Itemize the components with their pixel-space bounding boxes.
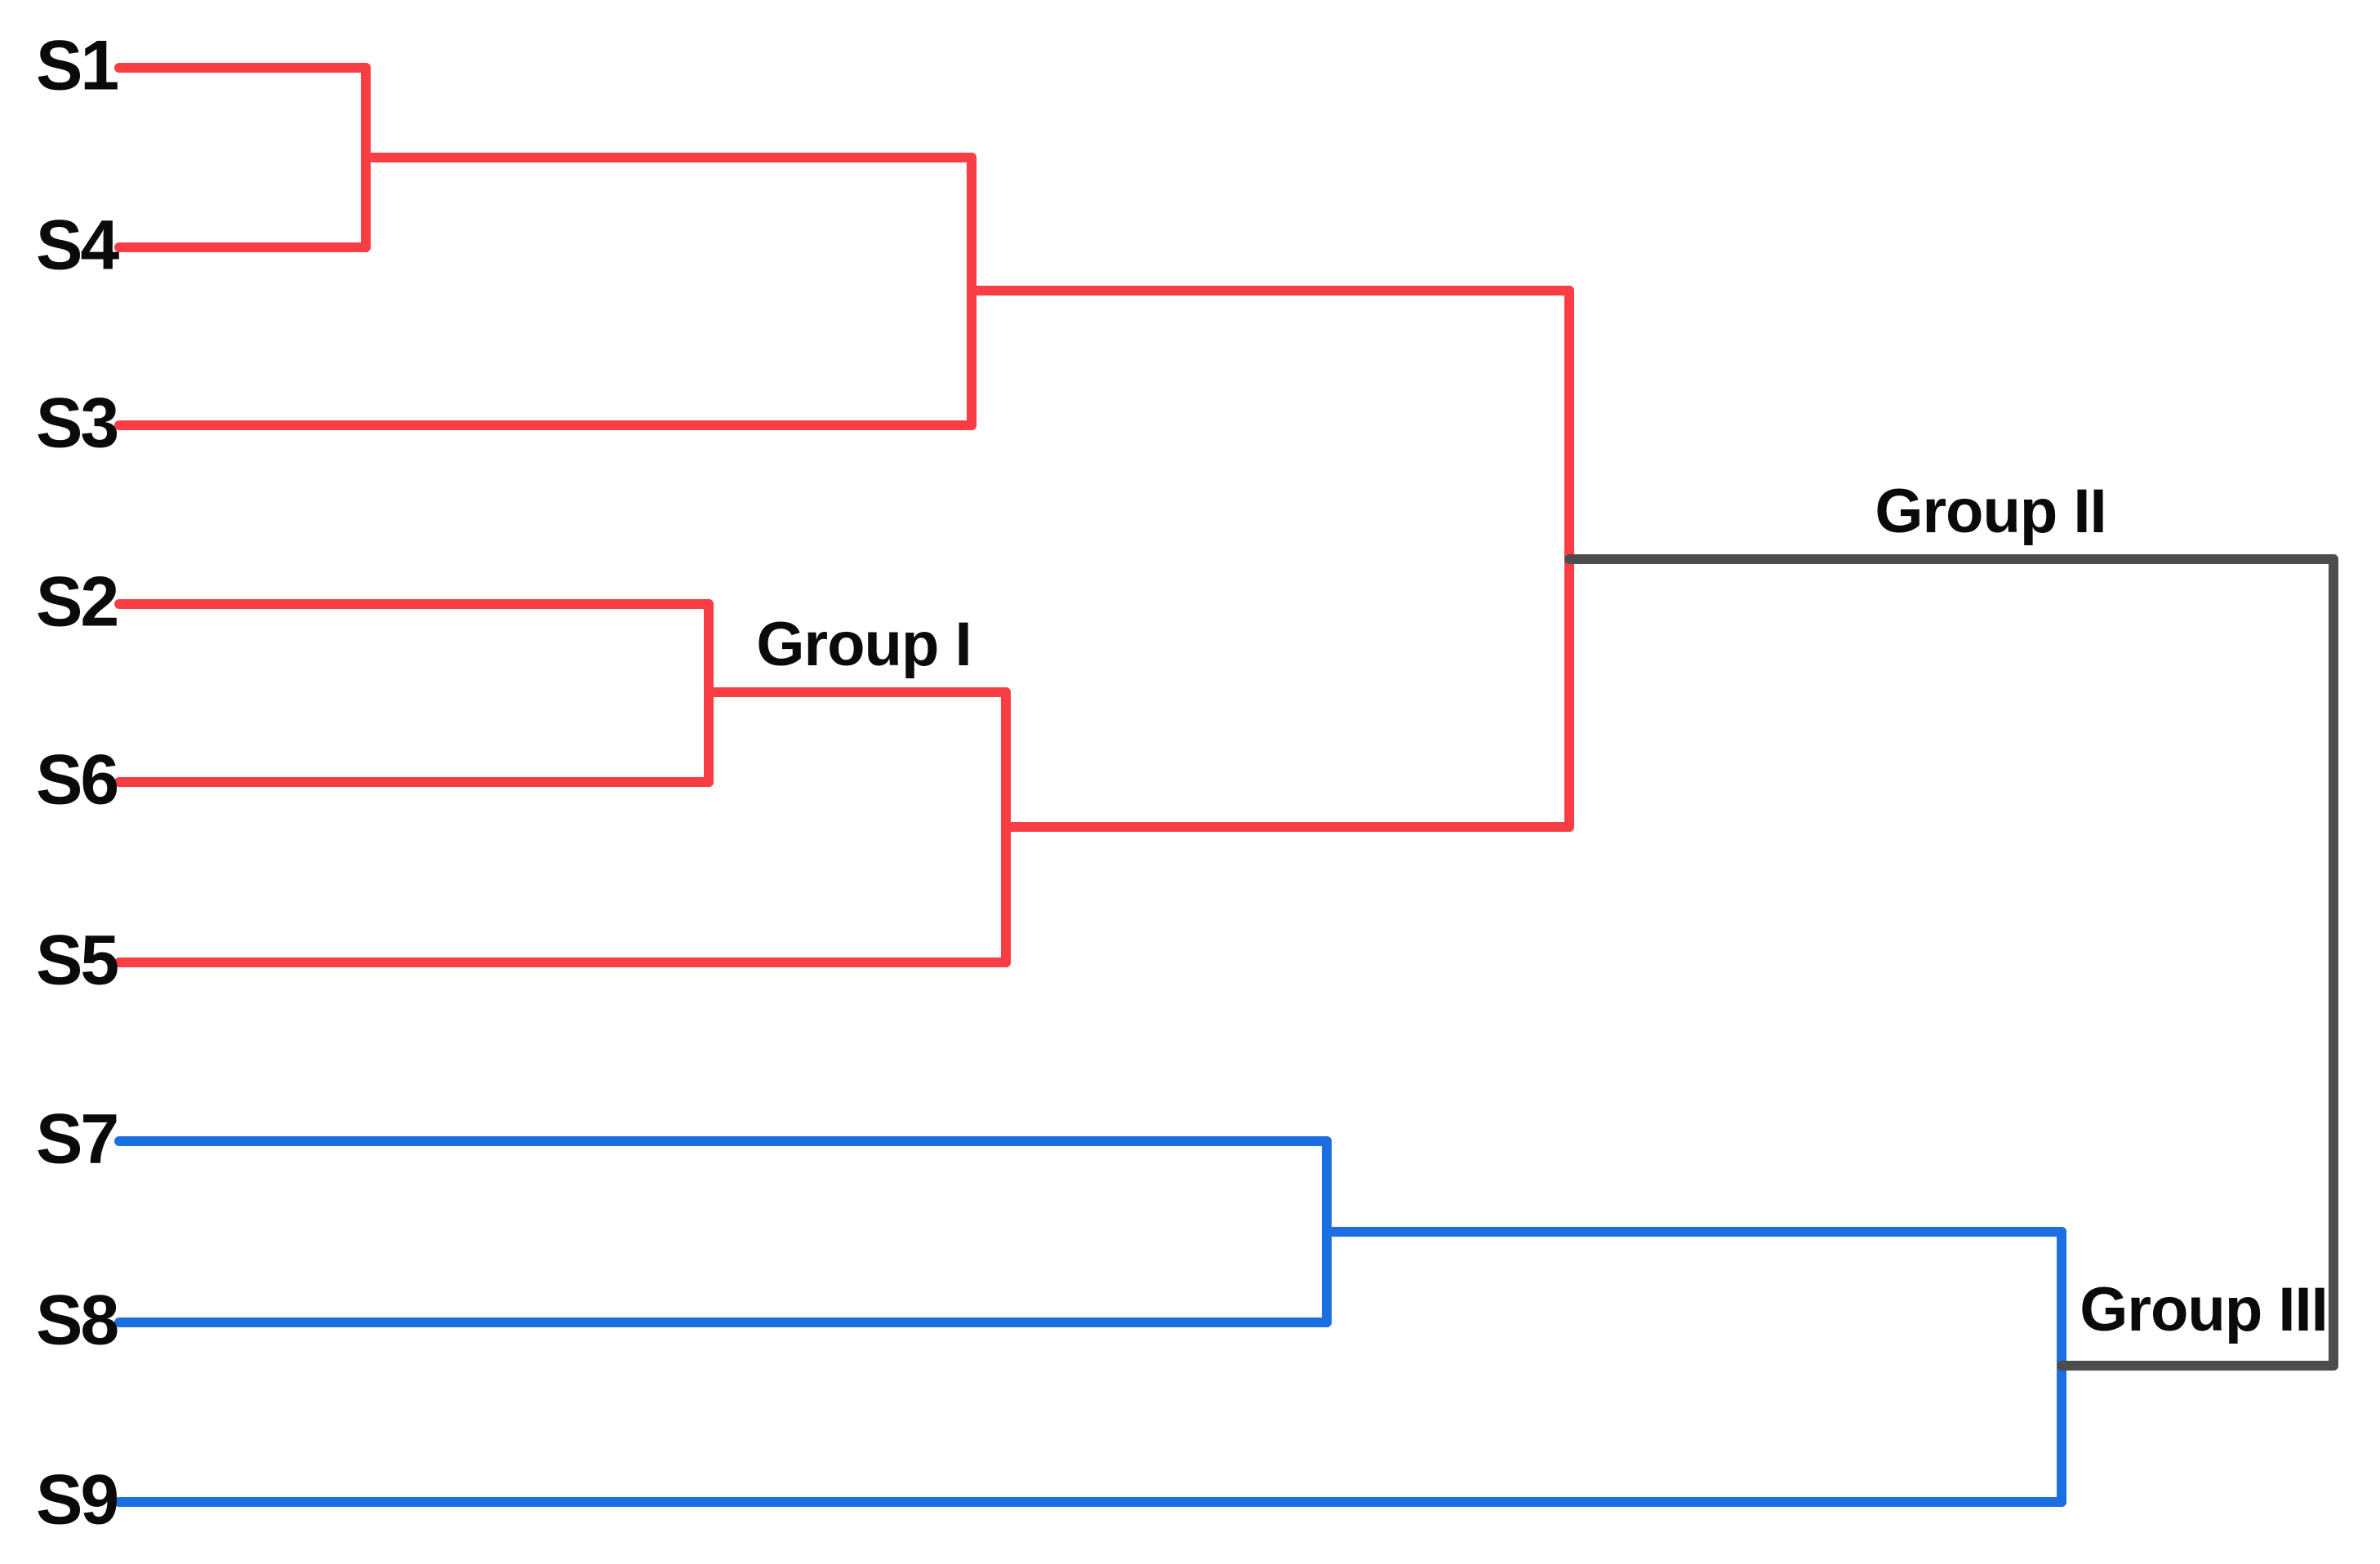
leaf-line-s4 bbox=[114, 242, 371, 252]
leaf-line-s8 bbox=[114, 1317, 1332, 1327]
leaf-line-s6 bbox=[114, 777, 714, 787]
leaf-label-s8: S8 bbox=[36, 1281, 119, 1360]
group-ii-branch bbox=[1564, 554, 2338, 564]
root-vertical bbox=[2329, 554, 2338, 1371]
group-i-label: Group I bbox=[756, 610, 972, 679]
merge-s1s4-out bbox=[361, 153, 976, 162]
leaf-label-s4: S4 bbox=[36, 206, 119, 285]
leaf-label-s6: S6 bbox=[36, 740, 119, 820]
leaf-line-s5 bbox=[114, 958, 1011, 967]
leaf-line-s9 bbox=[114, 1497, 2066, 1507]
leaf-label-s2: S2 bbox=[36, 562, 119, 642]
group-ii-label: Group II bbox=[1875, 477, 2106, 546]
group-iii-branch bbox=[2057, 1361, 2338, 1371]
leaf-label-s9: S9 bbox=[36, 1460, 119, 1540]
leaf-line-s7 bbox=[114, 1136, 1332, 1146]
merge-s26s5-out bbox=[1001, 822, 1574, 832]
merge-s7s8-out bbox=[1322, 1227, 2066, 1237]
group-iii-label: Group III bbox=[2080, 1275, 2328, 1344]
leaf-line-s1 bbox=[114, 63, 371, 73]
leaf-label-s7: S7 bbox=[36, 1100, 119, 1179]
leaf-label-s5: S5 bbox=[36, 921, 119, 1000]
leaf-line-s3 bbox=[114, 420, 976, 430]
merge-s2s6-out bbox=[704, 687, 1011, 697]
merge-s14s3-out bbox=[967, 286, 1574, 295]
leaf-label-s3: S3 bbox=[36, 384, 119, 463]
leaf-line-s2 bbox=[114, 599, 714, 609]
leaf-label-s1: S1 bbox=[36, 26, 119, 105]
